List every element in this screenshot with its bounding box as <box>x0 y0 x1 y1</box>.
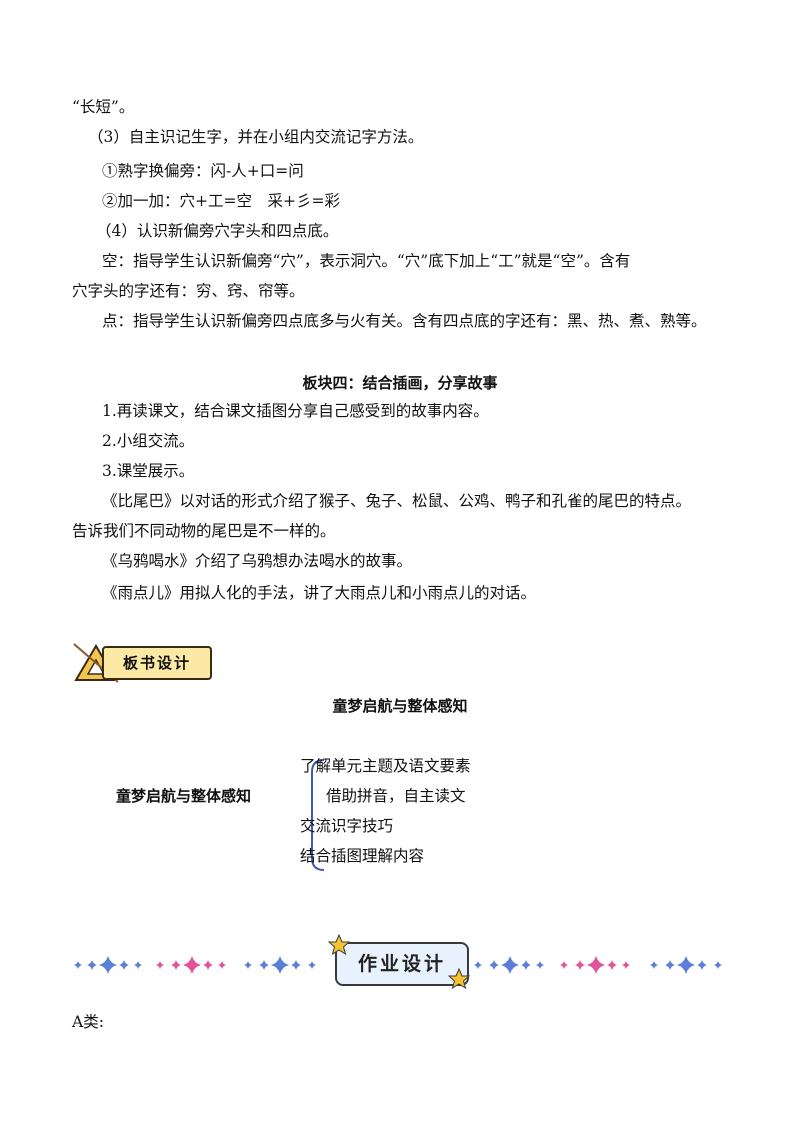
sparkle-star <box>74 961 82 969</box>
text-line: （4）认识新偏旁穴字头和四点底。 <box>96 222 339 240</box>
text-line: 点：指导学生认识新偏旁四点底多与火有关。含有四点底的字还有：黑、热、煮、熟等。 <box>102 312 707 330</box>
text-line: 2.小组交流。 <box>102 432 195 450</box>
sparkle-star <box>244 961 252 969</box>
sparkle-star <box>291 960 301 970</box>
diagram-item: 交流识字技巧 <box>300 817 394 835</box>
sparkle-star <box>714 961 722 969</box>
text-line: 《乌鸦喝水》介绍了乌鸦想办法喝水的故事。 <box>102 552 413 570</box>
banner-label: 板书设计 <box>102 646 212 680</box>
text-line: “长短”。 <box>72 98 135 116</box>
sparkle-star <box>259 960 269 970</box>
sparkle-star <box>677 956 695 974</box>
sparkle-star <box>489 960 499 970</box>
star-icon <box>448 968 470 990</box>
sparkle-star <box>119 960 129 970</box>
text-line: 1.再读课文，结合课文插图分享自己感受到的故事内容。 <box>102 402 489 420</box>
text-line: （3）自主识记生字，并在小组内交流记字方法。 <box>88 128 424 146</box>
text-line: 穴字头的字还有：穷、窍、帘等。 <box>72 282 305 300</box>
diagram-item: 借助拼音，自主读文 <box>326 787 466 805</box>
star-divider-left <box>74 956 316 974</box>
text-line: 《比尾巴》以对话的形式介绍了猴子、兔子、松鼠、公鸡、鸭子和孔雀的尾巴的特点。 <box>102 492 692 510</box>
blackboard-design-banner: 板书设计 <box>72 640 214 684</box>
sparkle-star <box>536 961 544 969</box>
homework-banner: 作业设计 <box>335 942 469 986</box>
sparkle-star <box>650 961 658 969</box>
sparkle-star <box>134 961 142 969</box>
sparkle-star <box>218 961 226 969</box>
sparkle-star <box>665 960 675 970</box>
text-line: 空：指导学生认识新偏旁“穴”，表示洞穴。“穴”底下加上“工”就是“空”。含有 <box>102 252 631 270</box>
sparkle-star <box>183 956 201 974</box>
diagram-left-label: 童梦启航与整体感知 <box>116 787 252 805</box>
diagram-item: 结合插图理解内容 <box>300 847 425 865</box>
text-line: ②加一加：穴+工=空 采+彡=彩 <box>102 192 340 210</box>
diagram-item: 了解单元主题及语文要素 <box>300 757 471 775</box>
sparkle-star <box>587 956 605 974</box>
text-line: 3.课堂展示。 <box>102 462 195 480</box>
star-icon <box>328 934 350 956</box>
sparkle-star <box>560 961 568 969</box>
sparkle-star <box>271 956 289 974</box>
sparkle-star <box>521 960 531 970</box>
sparkle-star <box>501 956 519 974</box>
homework-class-a: A类: <box>72 1013 104 1031</box>
sparkle-star <box>99 956 117 974</box>
sparkle-star <box>575 960 585 970</box>
text-line: 告诉我们不同动物的尾巴是不一样的。 <box>72 522 336 540</box>
sparkle-star <box>622 961 630 969</box>
sparkle-star <box>308 961 316 969</box>
star-divider-right <box>474 956 722 974</box>
sparkle-star <box>474 961 482 969</box>
sparkle-star <box>697 960 707 970</box>
sparkle-star <box>203 960 213 970</box>
brace-icon <box>311 759 325 871</box>
text-line: ①熟字换偏旁：闪-人+口=问 <box>102 162 304 180</box>
blackboard-title: 童梦启航与整体感知 <box>332 697 468 715</box>
sparkle-star <box>156 961 164 969</box>
sparkle-star <box>87 960 97 970</box>
sparkle-star <box>607 960 617 970</box>
text-line: 《雨点儿》用拟人化的手法，讲了大雨点儿和小雨点儿的对话。 <box>102 584 537 602</box>
sparkle-star <box>171 960 181 970</box>
section-title: 板块四：结合插画，分享故事 <box>302 374 498 392</box>
